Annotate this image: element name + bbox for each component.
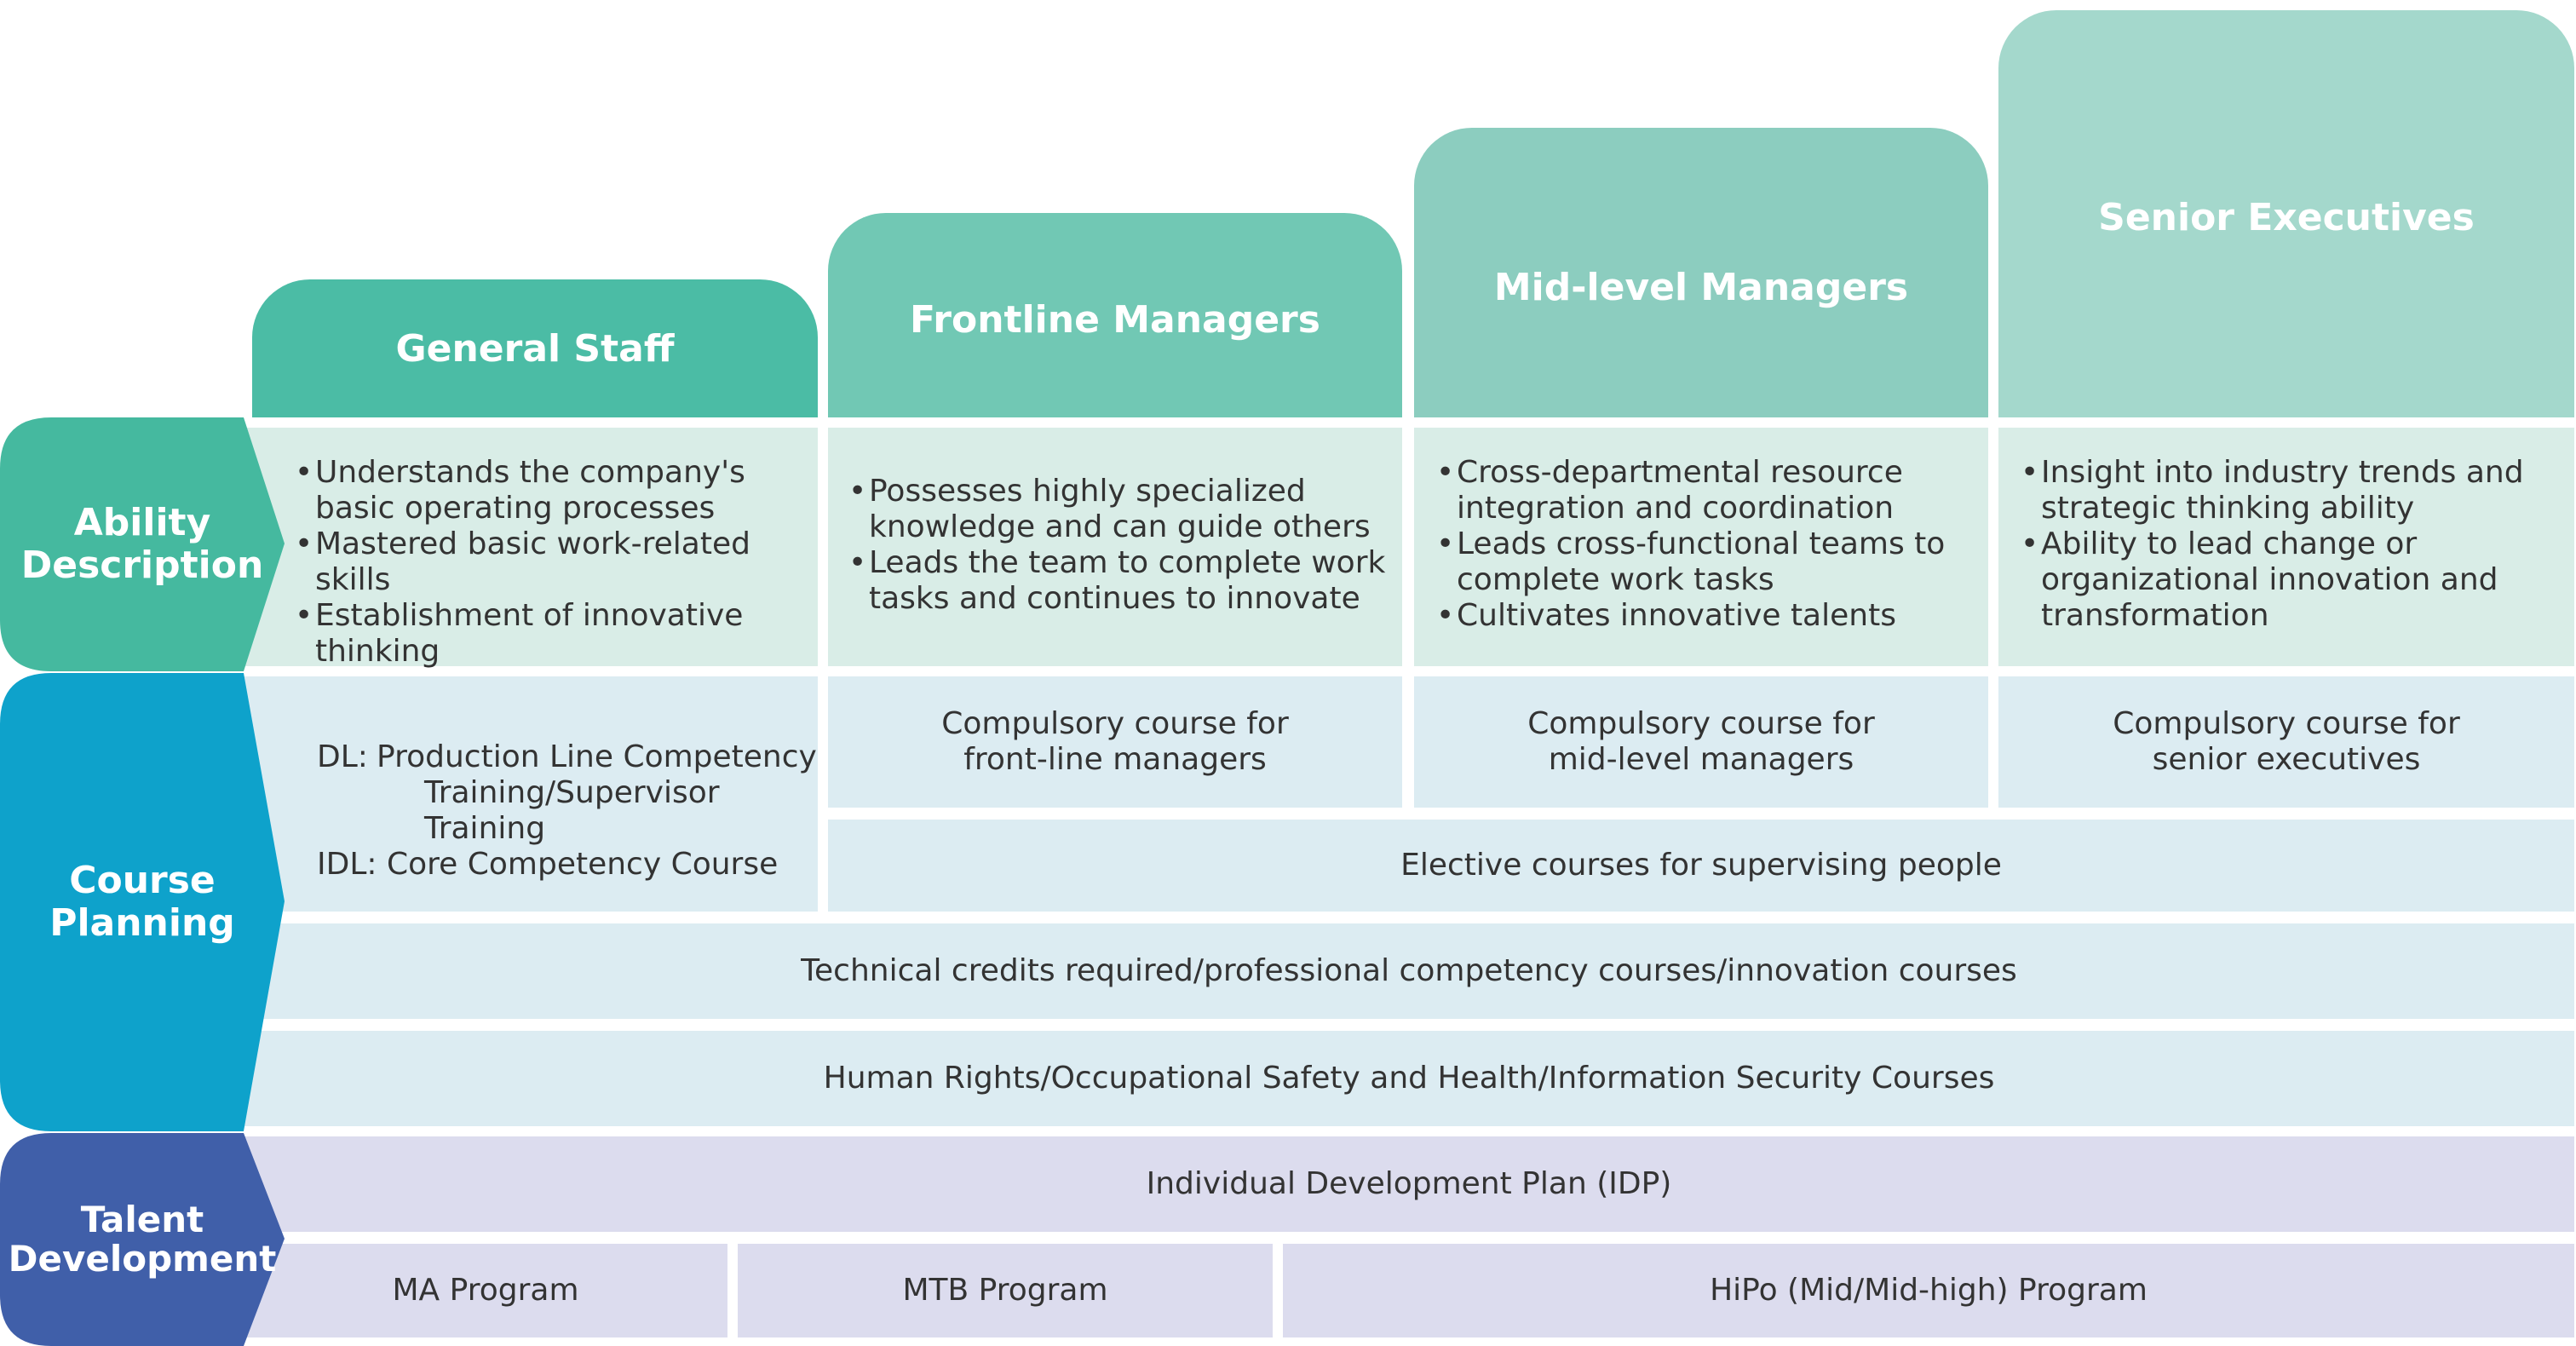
ability-item: Mastered basic work-related skills <box>295 526 818 598</box>
course-mid-compulsory: Compulsory course for mid-level managers <box>1414 676 1988 808</box>
level-title: Senior Executives <box>2098 196 2475 239</box>
course-arrow-shape <box>0 673 285 1131</box>
row-label-line: Talent <box>80 1199 204 1240</box>
row-label-line: Course <box>69 859 216 902</box>
ability-item: Establishment of innovative thinking <box>295 598 758 670</box>
level-header-mid-level-managers: Mid-level Managers <box>1414 128 1988 417</box>
level-title: Frontline Managers <box>910 298 1320 342</box>
compulsory-line: Compulsory course for <box>941 706 1289 741</box>
level-header-frontline-managers: Frontline Managers <box>828 213 1402 417</box>
ma-text: MA Program <box>392 1273 579 1308</box>
level-title: Mid-level Managers <box>1493 266 1909 309</box>
course-human-rights: Human Rights/Occupational Safety and Hea… <box>244 1031 2574 1126</box>
idp-text: Individual Development Plan (IDP) <box>1146 1166 1672 1201</box>
idl-line: IDL: Core Competency Course <box>317 847 779 882</box>
technical-text: Technical credits required/professional … <box>801 953 2017 988</box>
course-general-staff: DL: Production Line Competency Training/… <box>244 676 818 912</box>
ability-item: Understands the company's basic operatin… <box>295 455 818 526</box>
ability-item: Insight into industry trends and strateg… <box>2021 455 2535 526</box>
compulsory-line: senior executives <box>2152 742 2421 777</box>
ability-item: Cross-departmental resource integration … <box>1436 455 1934 526</box>
dl-line: Production Line Competency <box>377 739 817 774</box>
course-elective: Elective courses for supervising people <box>828 820 2574 912</box>
compulsory-line: Compulsory course for <box>1527 706 1875 741</box>
level-title: General Staff <box>395 326 675 371</box>
ability-item: Possesses highly specialized knowledge a… <box>848 474 1380 545</box>
level-header-senior-executives: Senior Executives <box>1998 10 2574 417</box>
row-label-shapes <box>0 417 285 1346</box>
ability-general-staff: Understands the company's basic operatin… <box>244 428 818 669</box>
course-technical: Technical credits required/professional … <box>244 923 2574 1019</box>
row-label-line: Development <box>8 1238 277 1280</box>
talent-idp: Individual Development Plan (IDP) <box>244 1136 2574 1232</box>
ability-arrow-shape <box>0 417 285 671</box>
level-header-general-staff: General Staff <box>252 279 818 417</box>
compulsory-line: mid-level managers <box>1548 742 1854 777</box>
row-label-ability-description: Ability Description <box>0 417 285 671</box>
mtb-text: MTB Program <box>902 1273 1108 1308</box>
ability-item: Ability to lead change or organizational… <box>2021 526 2518 634</box>
row-label-line: Ability <box>73 501 211 544</box>
dl-label: DL: <box>317 739 368 774</box>
ability-senior: Insight into industry trends and strateg… <box>1998 428 2574 666</box>
ability-item: Cultivates innovative talents <box>1436 598 1988 634</box>
ability-mid-level: Cross-departmental resource integration … <box>1414 428 1988 666</box>
hipo-text: HiPo (Mid/Mid-high) Program <box>1710 1273 2148 1308</box>
talent-hipo-program: HiPo (Mid/Mid-high) Program <box>1283 1244 2574 1337</box>
course-senior-compulsory: Compulsory course for senior executives <box>1998 676 2574 808</box>
ability-frontline: Possesses highly specialized knowledge a… <box>828 428 1402 666</box>
row-label-talent-development: Talent Development <box>0 1133 285 1346</box>
human-rights-text: Human Rights/Occupational Safety and Hea… <box>823 1061 1995 1096</box>
ability-item: Leads the team to complete work tasks an… <box>848 545 1406 617</box>
row-label-line: Description <box>20 544 264 587</box>
row-label-course-planning: Course Planning <box>0 673 285 1131</box>
course-frontline-compulsory: Compulsory course for front-line manager… <box>828 676 1402 808</box>
compulsory-line: Compulsory course for <box>2113 706 2460 741</box>
elective-text: Elective courses for supervising people <box>1400 848 2002 883</box>
talent-mtb-program: MTB Program <box>738 1244 1273 1337</box>
compulsory-line: front-line managers <box>963 742 1267 777</box>
ability-item: Leads cross-functional teams to complete… <box>1436 526 1968 598</box>
dl-line: Training/Supervisor Training <box>424 775 720 846</box>
talent-ma-program: MA Program <box>244 1244 727 1337</box>
row-label-line: Planning <box>49 901 235 945</box>
talent-arrow-shape <box>0 1133 285 1346</box>
